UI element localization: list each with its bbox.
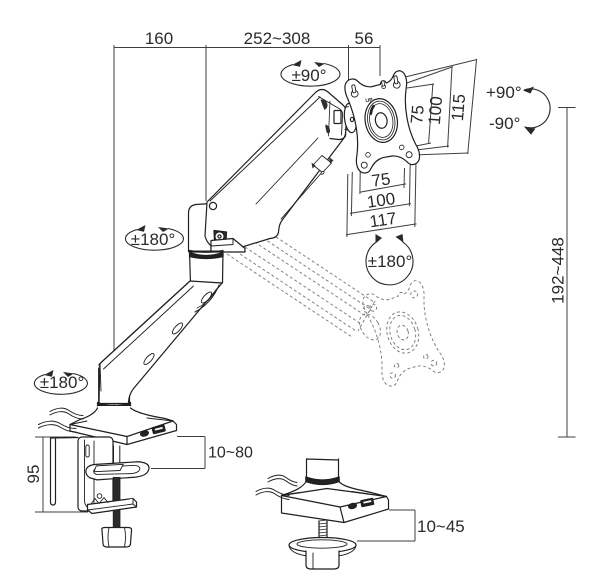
svg-text:115: 115 [448,93,469,122]
svg-text:192~448: 192~448 [549,237,568,304]
svg-text:±180°: ±180° [40,373,85,392]
svg-text:10~45: 10~45 [417,517,465,536]
svg-text:95: 95 [24,465,43,484]
svg-text:+90°: +90° [486,83,522,102]
svg-text:-90°: -90° [489,114,520,133]
svg-text:±180°: ±180° [131,230,176,249]
svg-text:75: 75 [370,169,391,190]
svg-text:117: 117 [368,209,397,232]
svg-text:±90°: ±90° [291,66,326,85]
svg-text:75: 75 [407,104,428,125]
svg-text:252~308: 252~308 [244,29,311,48]
svg-text:56: 56 [355,29,374,48]
svg-text:100: 100 [425,96,446,126]
svg-text:10~80: 10~80 [208,445,253,462]
svg-text:100: 100 [366,189,397,212]
svg-text:160: 160 [145,29,173,48]
svg-text:UP: UP [365,97,374,104]
svg-text:±180°: ±180° [368,252,413,271]
